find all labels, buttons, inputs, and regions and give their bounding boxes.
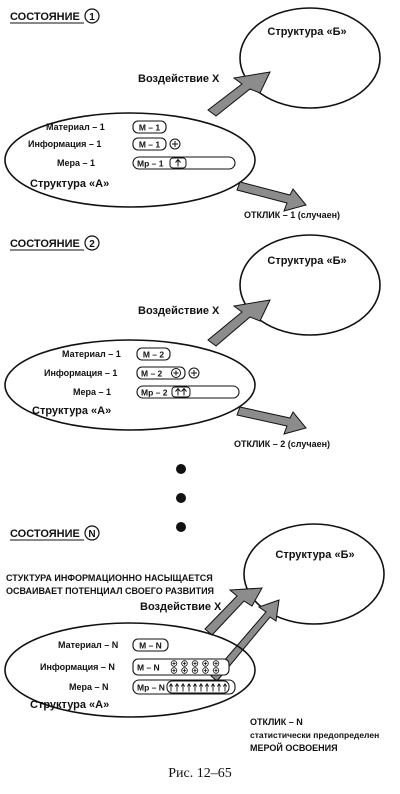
state-mark: N (88, 529, 95, 540)
response-line: МЕРОЙ ОСВОЕНИЯ (250, 742, 338, 753)
structure-a-ellipse (4, 339, 256, 431)
plus-marks (170, 660, 220, 674)
measure-box (132, 679, 236, 695)
structure-b-ellipse (243, 523, 385, 625)
response-arrow (236, 181, 307, 212)
value-box-text: М – 1 (139, 123, 161, 133)
plus-marks (169, 138, 181, 150)
value-box-text: М – 2 (141, 369, 163, 379)
row-label: Мера – 1 (57, 158, 95, 168)
state-mark-circle (84, 525, 100, 541)
up-arrow-icon (198, 682, 204, 692)
up-arrow-icon (204, 682, 210, 692)
structure-b-label: Структура «Б» (267, 26, 346, 38)
figure-caption: Рис. 12–65 (168, 766, 232, 781)
row-label: Мера – 1 (73, 387, 111, 397)
measure-box-text: Мр – 1 (137, 159, 164, 169)
state-2: СОСТОЯНИЕ 2 Структура «Б» Воздействие X … (4, 234, 381, 449)
up-arrow-icon (180, 682, 186, 692)
measure-arrow-group (166, 680, 230, 694)
up-arrow-icon (186, 682, 192, 692)
ellipsis-dot (176, 493, 186, 503)
state-mark: 1 (89, 12, 95, 23)
value-box (136, 347, 171, 361)
state-n: СОСТОЯНИЕ N Структура «Б» СТУКТУРА ИНФОР… (4, 523, 385, 753)
response-line: статистически предопределен (250, 730, 379, 740)
value-box (132, 120, 167, 134)
up-arrow-icon (175, 387, 181, 396)
measure-arrow-group (171, 386, 191, 398)
up-arrow-icon (174, 682, 180, 692)
response-line: ОТКЛИК – 1 (случаен) (244, 210, 340, 220)
response-arrow (236, 406, 307, 435)
up-arrow-icon (210, 682, 216, 692)
structure-b-ellipse (239, 7, 381, 109)
structure-b-ellipse (239, 234, 381, 336)
structure-a-ellipse (4, 622, 256, 718)
state-mark-circle (84, 235, 100, 251)
structure-a-label: Структура «А» (32, 405, 111, 417)
ellipsis-dot (176, 522, 186, 532)
up-arrow-icon (181, 387, 187, 396)
influence-arrow (204, 587, 263, 636)
value-box-text: М – 1 (139, 140, 161, 150)
ellipsis-dot (176, 464, 186, 474)
value-box (132, 137, 167, 151)
state-1: СОСТОЯНИЕ 1 Структура «Б» Воздействие X … (4, 7, 381, 220)
response-line: ОТКЛИК – N (250, 717, 303, 727)
state-heading: СОСТОЯНИЕ (10, 238, 80, 250)
value-box-text: М – N (137, 663, 160, 673)
structure-a-label: Структура «А» (30, 699, 109, 711)
influence-label: Воздействие X (140, 601, 222, 613)
measure-box-text: Мр – 2 (141, 388, 168, 398)
plus-marks (171, 367, 200, 379)
measure-arrows (168, 682, 228, 692)
up-arrow-icon (168, 682, 174, 692)
up-arrow-icon (192, 682, 198, 692)
structure-b-label: Структура «Б» (275, 549, 354, 561)
row-label: Материал – N (58, 640, 118, 650)
up-arrow-icon (175, 158, 181, 167)
row-label: Информация – 1 (44, 368, 117, 378)
value-box-text: М – 2 (143, 350, 165, 360)
value-box-text: М – N (139, 641, 162, 651)
influence-label: Воздействие X (138, 305, 220, 317)
structure-a-label: Структура «А» (30, 178, 109, 190)
state-heading: СОСТОЯНИЕ (10, 11, 80, 23)
influence-label: Воздействие X (138, 73, 220, 85)
structure-b-label: Структура «Б» (267, 255, 346, 267)
note-line: СТУКТУРА ИНФОРМАЦИОННО НАСЫЩАЕТСЯ (6, 573, 213, 583)
measure-box-text: Мр – N (137, 683, 165, 693)
up-arrow-icon (216, 682, 222, 692)
measure-box (136, 385, 240, 399)
state-mark: 2 (89, 239, 95, 250)
row-label: Информация – 1 (28, 139, 101, 149)
measure-arrow-group (169, 157, 187, 169)
response-line: ОТКЛИК – 2 (случаен) (234, 439, 330, 449)
row-label: Материал – 1 (46, 122, 105, 132)
structure-a-ellipse (4, 112, 256, 208)
note-line: ОСВАИВАЕТ ПОТЕНЦИАЛ СВОЕГО РАЗВИТИЯ (6, 586, 214, 596)
influence-arrow (207, 71, 271, 117)
row-label: Мера – N (69, 682, 109, 692)
value-box (132, 638, 169, 652)
ellipsis (176, 464, 186, 532)
row-label: Материал – 1 (62, 349, 121, 359)
state-heading: СОСТОЯНИЕ (10, 528, 80, 540)
row-label: Информация – N (40, 662, 115, 672)
measure-box (132, 156, 236, 170)
state-mark-circle (84, 8, 100, 24)
influence-arrow (207, 299, 271, 347)
up-arrow-icon (222, 682, 228, 692)
